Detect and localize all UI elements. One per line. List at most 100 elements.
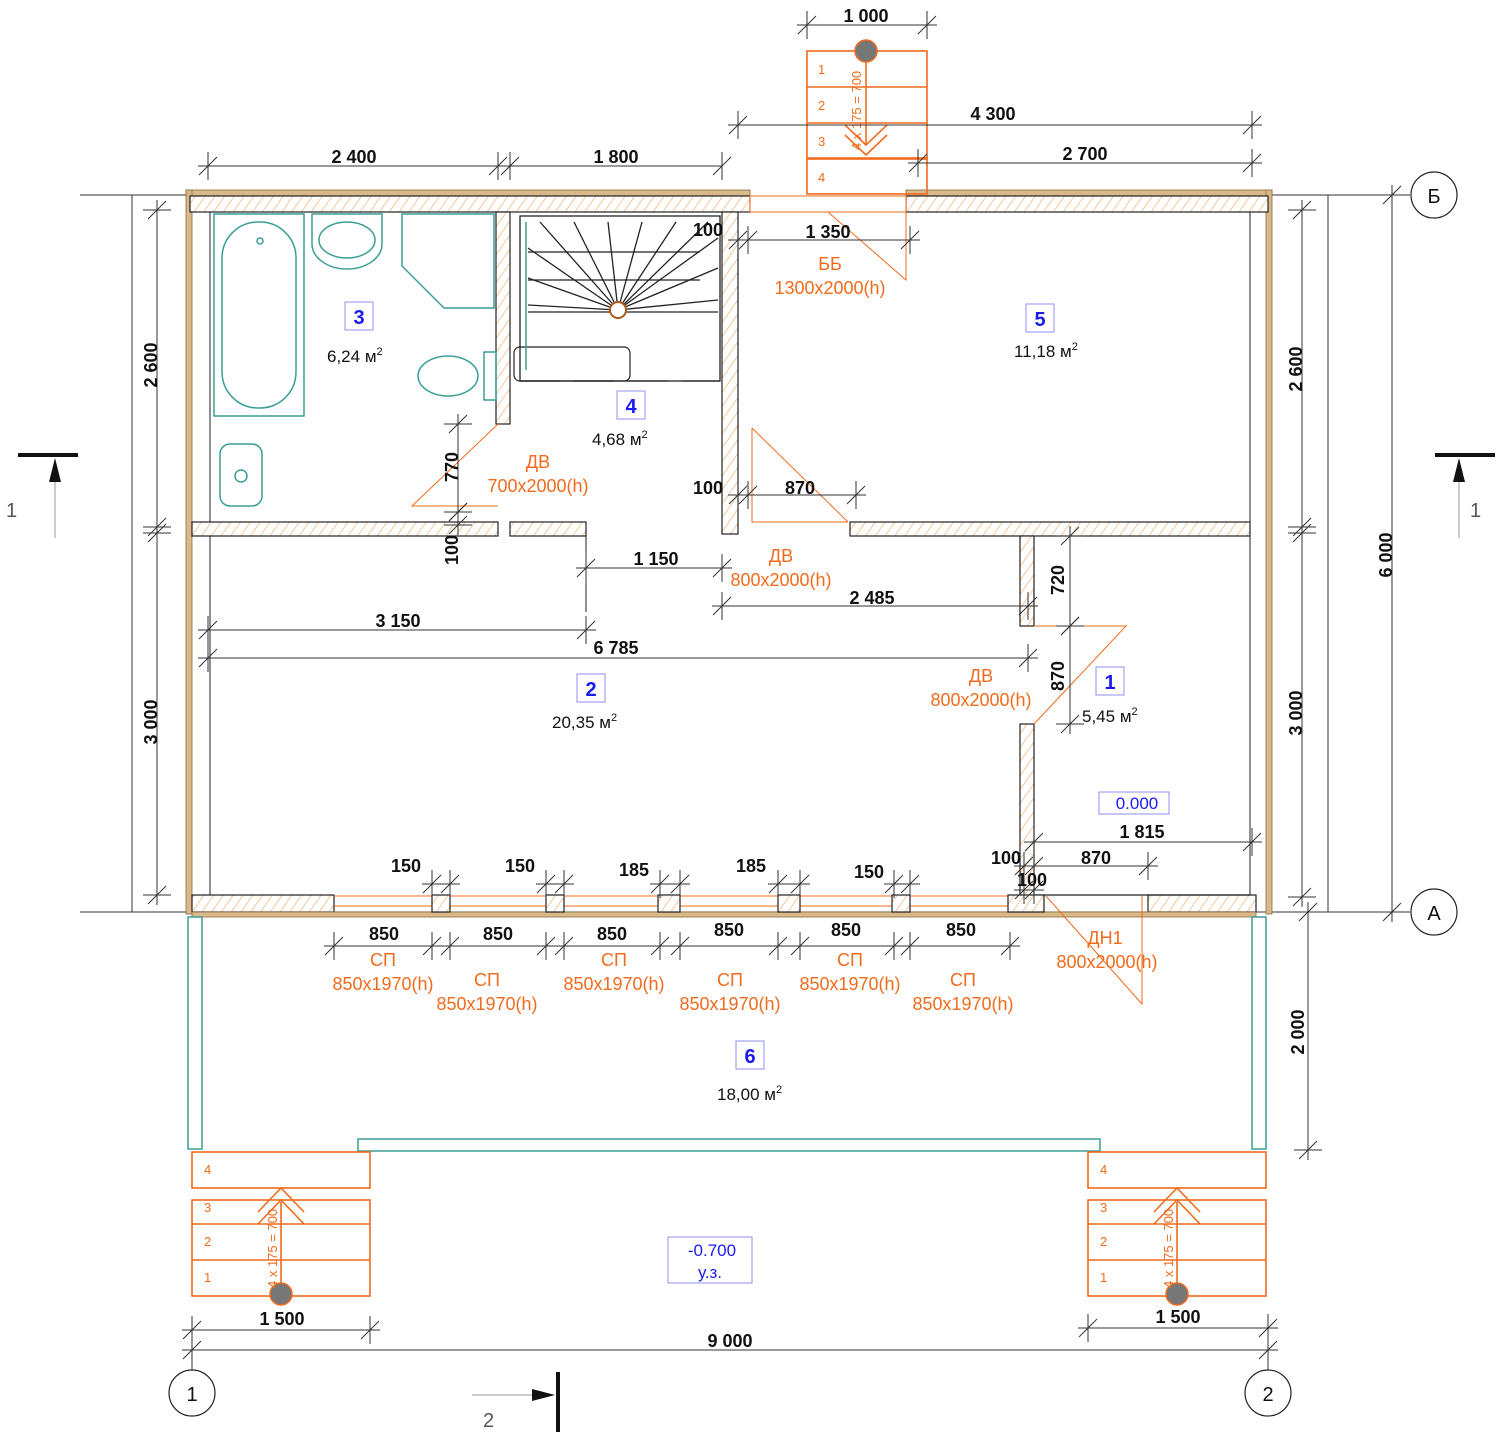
ground-level-note: у.з. [698,1263,722,1282]
room-area: 6,24 м2 [327,346,383,366]
room-number: 4 [625,396,637,418]
dim-label: 100 [991,848,1021,868]
step-number: 4 [1100,1162,1107,1177]
room-area: 11,18 м2 [1014,341,1078,361]
dim-label: 185 [619,860,649,880]
dim-label: 2 600 [141,342,161,387]
dim-label: 100 [1017,870,1047,890]
stair-ray [617,221,709,311]
dim-label: 720 [1048,565,1068,595]
room-1: 1 5,45 м2 [1082,666,1138,726]
dim-label: 1 350 [805,222,850,242]
dim-label: 6 000 [1376,532,1396,577]
opening-size: 850x1970(h) [332,974,433,994]
dim-label: 1 815 [1119,822,1164,842]
glazed-wall-openings [334,894,1045,913]
dim-label: 100 [693,220,723,240]
water-heater [219,443,263,507]
opening-type: СП [370,950,396,970]
room-number: 6 [744,1046,755,1068]
axis-label-1: 1 [186,1384,197,1406]
dim-label: 850 [369,924,399,944]
outline-right [1269,194,1329,913]
dim-label: 1 500 [1155,1307,1200,1327]
stair-rise-label: 4 x 175 = 700 [1161,1209,1176,1288]
dim-label: 2 400 [331,147,376,167]
stair-rise-label: 4 x 175 = 700 [265,1209,280,1288]
terrace-glazing [187,916,1267,1152]
dim-label: 150 [391,856,421,876]
dim-label: 3 150 [375,611,420,631]
room-number: 1 [1104,672,1115,694]
dim-label: 850 [597,924,627,944]
balcony-door-bb [749,195,907,282]
dim-label: 2 600 [1286,346,1306,391]
opening-size: 850x1970(h) [912,994,1013,1014]
dim-label: 1 000 [843,6,888,26]
section-label-right: 1 [1470,500,1481,522]
opening-type: СП [717,970,743,990]
room-number: 3 [353,307,364,329]
dim-label: 100 [442,535,462,565]
opening-type: СП [474,970,500,990]
dim-label: 6 785 [593,638,638,658]
stair-ray [617,267,719,311]
level-marks: 0.000 -0.700 у.з. [667,791,1170,1284]
step-number: 1 [1100,1270,1107,1285]
interior-walls [191,211,1251,897]
opening-type: ДН1 [1087,928,1122,948]
bathroom-fixtures [213,213,497,507]
spiral-stair [513,215,721,382]
opening-size: 850x1970(h) [436,994,537,1014]
step-number: 4 [818,170,825,185]
step-number: 3 [1100,1200,1107,1215]
opening-type: ББ [818,254,842,274]
opening-type: СП [601,950,627,970]
ground-level: -0.700 [688,1241,736,1260]
room-tags: 1 5,45 м2 2 20,35 м2 3 6,24 м2 4 4,68 м2… [327,301,1138,1104]
opening-labels: ББ 1300x2000(h) ДВ 700x2000(h) ДВ 800x20… [332,254,1157,1014]
dim-label: 100 [693,478,723,498]
stair-ray [617,237,719,311]
dim-label: 2 700 [1062,144,1107,164]
dim-label: 1 150 [633,549,678,569]
axis-label-2: 2 [1262,1384,1273,1406]
axis-label-a: А [1427,903,1441,925]
axis-lines [80,194,1410,1370]
dim-label: 150 [854,862,884,882]
floor-level: 0.000 [1116,794,1159,813]
stair-ray [617,221,643,311]
dim-label: 2 000 [1288,1009,1308,1054]
dim-label: 3 000 [1286,690,1306,735]
section-label-left: 1 [6,500,17,522]
section-marks: 1 1 2 [6,453,1495,1432]
room-number: 5 [1034,309,1045,331]
dim-label: 850 [946,920,976,940]
room-area: 20,35 м2 [552,712,617,732]
opening-type: ДВ [526,452,550,472]
room-area: 4,68 м2 [592,429,648,449]
dim-label: 850 [714,920,744,940]
stair-ray [573,221,619,311]
step-number: 3 [204,1200,211,1215]
dim-label: 770 [442,452,462,482]
stair-ray [527,247,619,311]
stair-ray [539,221,619,311]
opening-size: 850x1970(h) [799,974,900,994]
stair-rise-label: 4 x 175 = 700 [849,71,864,150]
dim-label: 150 [505,856,535,876]
step-number: 4 [204,1162,211,1177]
axis-label-b: Б [1427,186,1440,208]
opening-size: 800x2000(h) [1056,952,1157,972]
stair-ray [617,221,677,311]
toilet [417,355,479,397]
opening-type: ДВ [969,666,993,686]
opening-size: 800x2000(h) [930,690,1031,710]
stair-ray [607,221,619,311]
bathtub [213,213,305,417]
opening-size: 850x1970(h) [563,974,664,994]
opening-type: СП [837,950,863,970]
dim-label: 870 [785,478,815,498]
step-number: 1 [818,62,825,77]
